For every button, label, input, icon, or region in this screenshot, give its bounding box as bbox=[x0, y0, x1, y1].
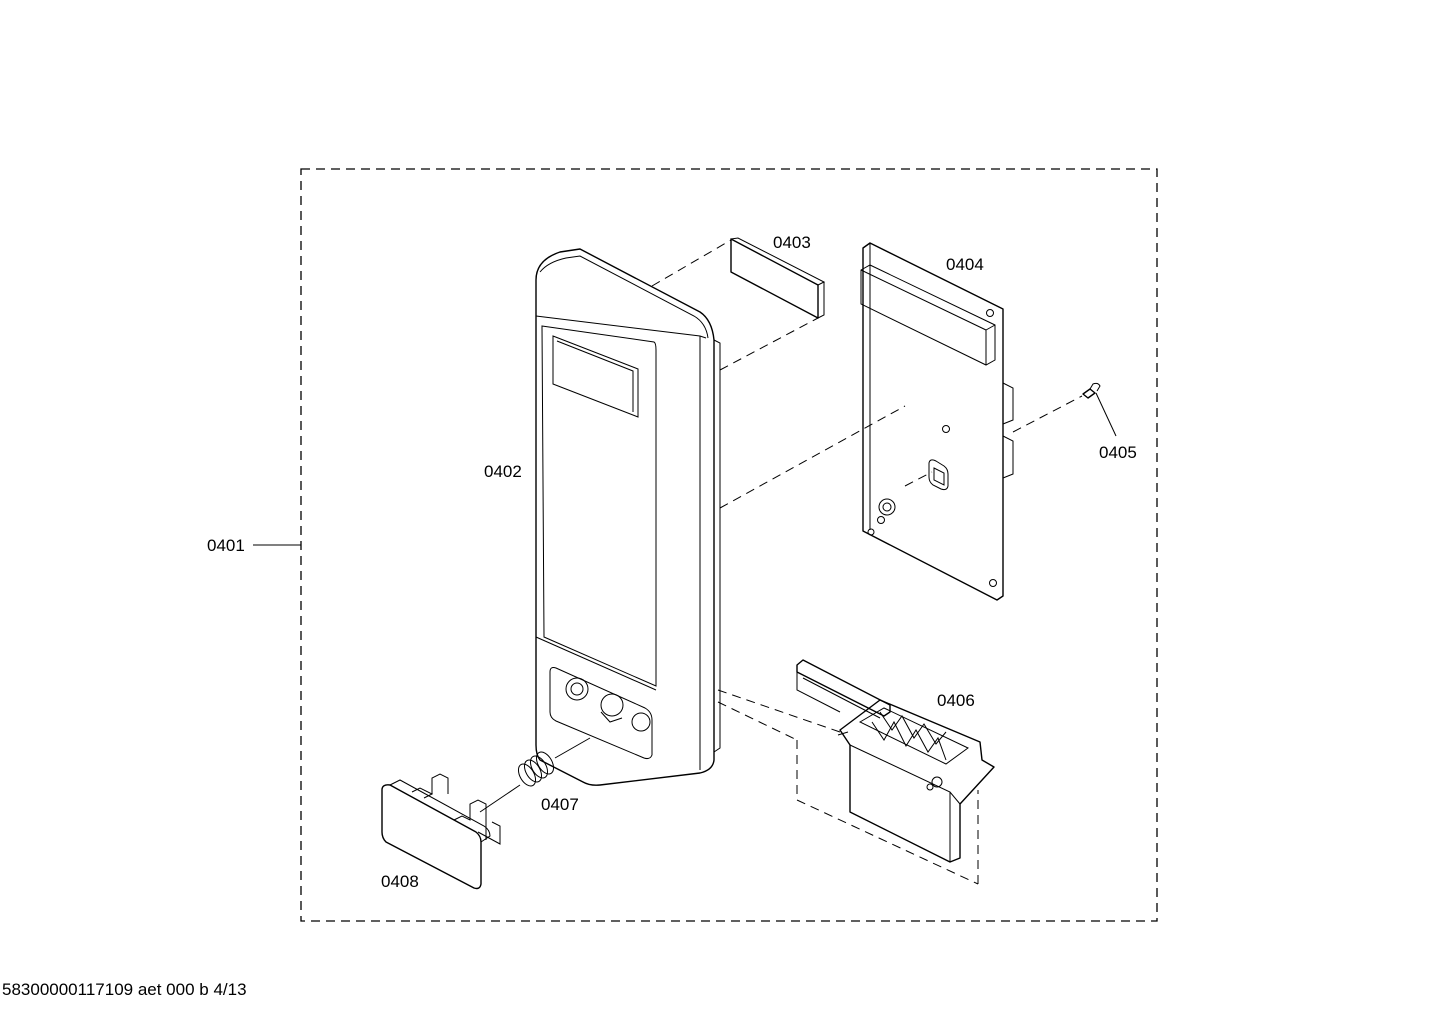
part-0407-spring bbox=[517, 751, 555, 787]
part-0402-control-panel bbox=[535, 248, 721, 786]
document-footer-id: 58300000117109 aet 000 b 4/13 bbox=[2, 980, 247, 999]
part-0406-latch-mechanism bbox=[796, 659, 995, 863]
part-0405-screw bbox=[1082, 382, 1117, 437]
part-0404-circuit-board bbox=[860, 242, 1014, 601]
label-0403: 0403 bbox=[773, 233, 811, 252]
label-0408: 0408 bbox=[381, 872, 419, 891]
label-0405: 0405 bbox=[1099, 443, 1137, 462]
assembly-boundary bbox=[253, 168, 1158, 922]
label-0407: 0407 bbox=[541, 795, 579, 814]
label-0401: 0401 bbox=[207, 536, 245, 555]
label-0406: 0406 bbox=[937, 691, 975, 710]
label-0404: 0404 bbox=[946, 255, 984, 274]
assembly-lines bbox=[479, 239, 1083, 885]
part-0408-push-button bbox=[381, 773, 501, 890]
label-0402: 0402 bbox=[484, 462, 522, 481]
